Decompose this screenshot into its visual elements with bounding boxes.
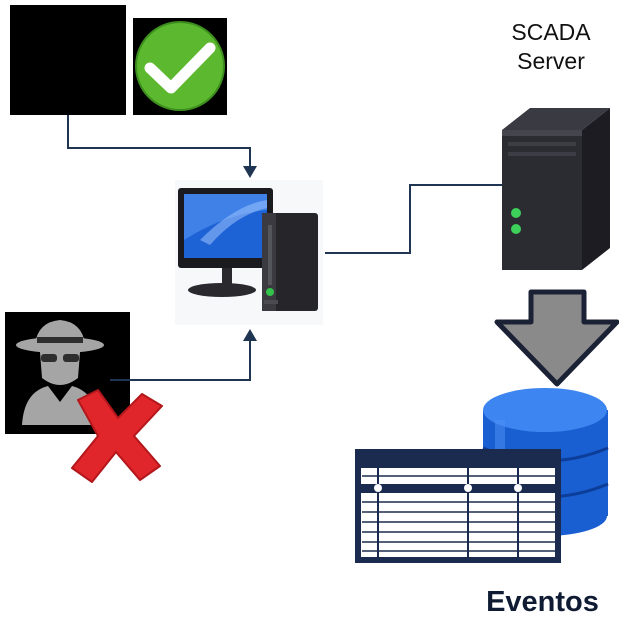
cross-icon <box>71 389 163 483</box>
checkmark-icon <box>133 18 227 115</box>
server-icon <box>502 108 610 270</box>
connector-spy-to-workstation <box>110 329 257 381</box>
workstation-icon <box>175 180 323 325</box>
connector-workstation-to-server <box>325 184 502 254</box>
event-table-icon <box>355 449 561 563</box>
connector-user-to-workstation <box>67 115 257 178</box>
server-label: SCADA Server <box>511 19 591 74</box>
authorized-user-icon <box>10 5 126 115</box>
down-arrow-icon <box>494 289 619 387</box>
database-label: Eventos <box>486 586 599 618</box>
